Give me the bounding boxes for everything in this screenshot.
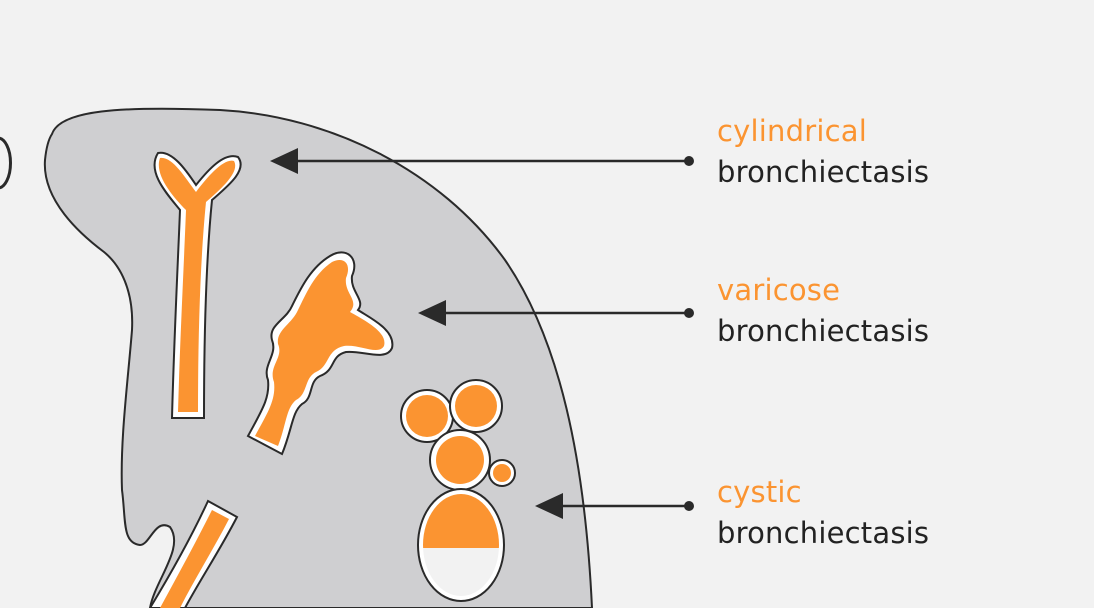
label-varicose: varicose bronchiectasis [717, 270, 929, 352]
label-type-cylindrical: cylindrical [717, 114, 867, 148]
label-cystic: cystic bronchiectasis [717, 472, 929, 554]
edge-circle-outline [0, 136, 12, 190]
label-type-varicose: varicose [717, 273, 841, 307]
varicose-airway [246, 251, 394, 456]
label-cylindrical: cylindrical bronchiectasis [717, 111, 929, 193]
lower-airway [148, 499, 239, 608]
label-term-varicose: bronchiectasis [717, 314, 930, 348]
arrow-varicose [418, 300, 694, 326]
label-term-cylindrical: bronchiectasis [717, 155, 930, 189]
label-term-cystic: bronchiectasis [717, 516, 930, 550]
arrow-cylindrical [270, 148, 694, 174]
arrow-cystic [535, 493, 694, 519]
cystic-airway [400, 379, 516, 602]
label-type-cystic: cystic [717, 475, 802, 509]
cylindrical-airway [153, 151, 242, 419]
